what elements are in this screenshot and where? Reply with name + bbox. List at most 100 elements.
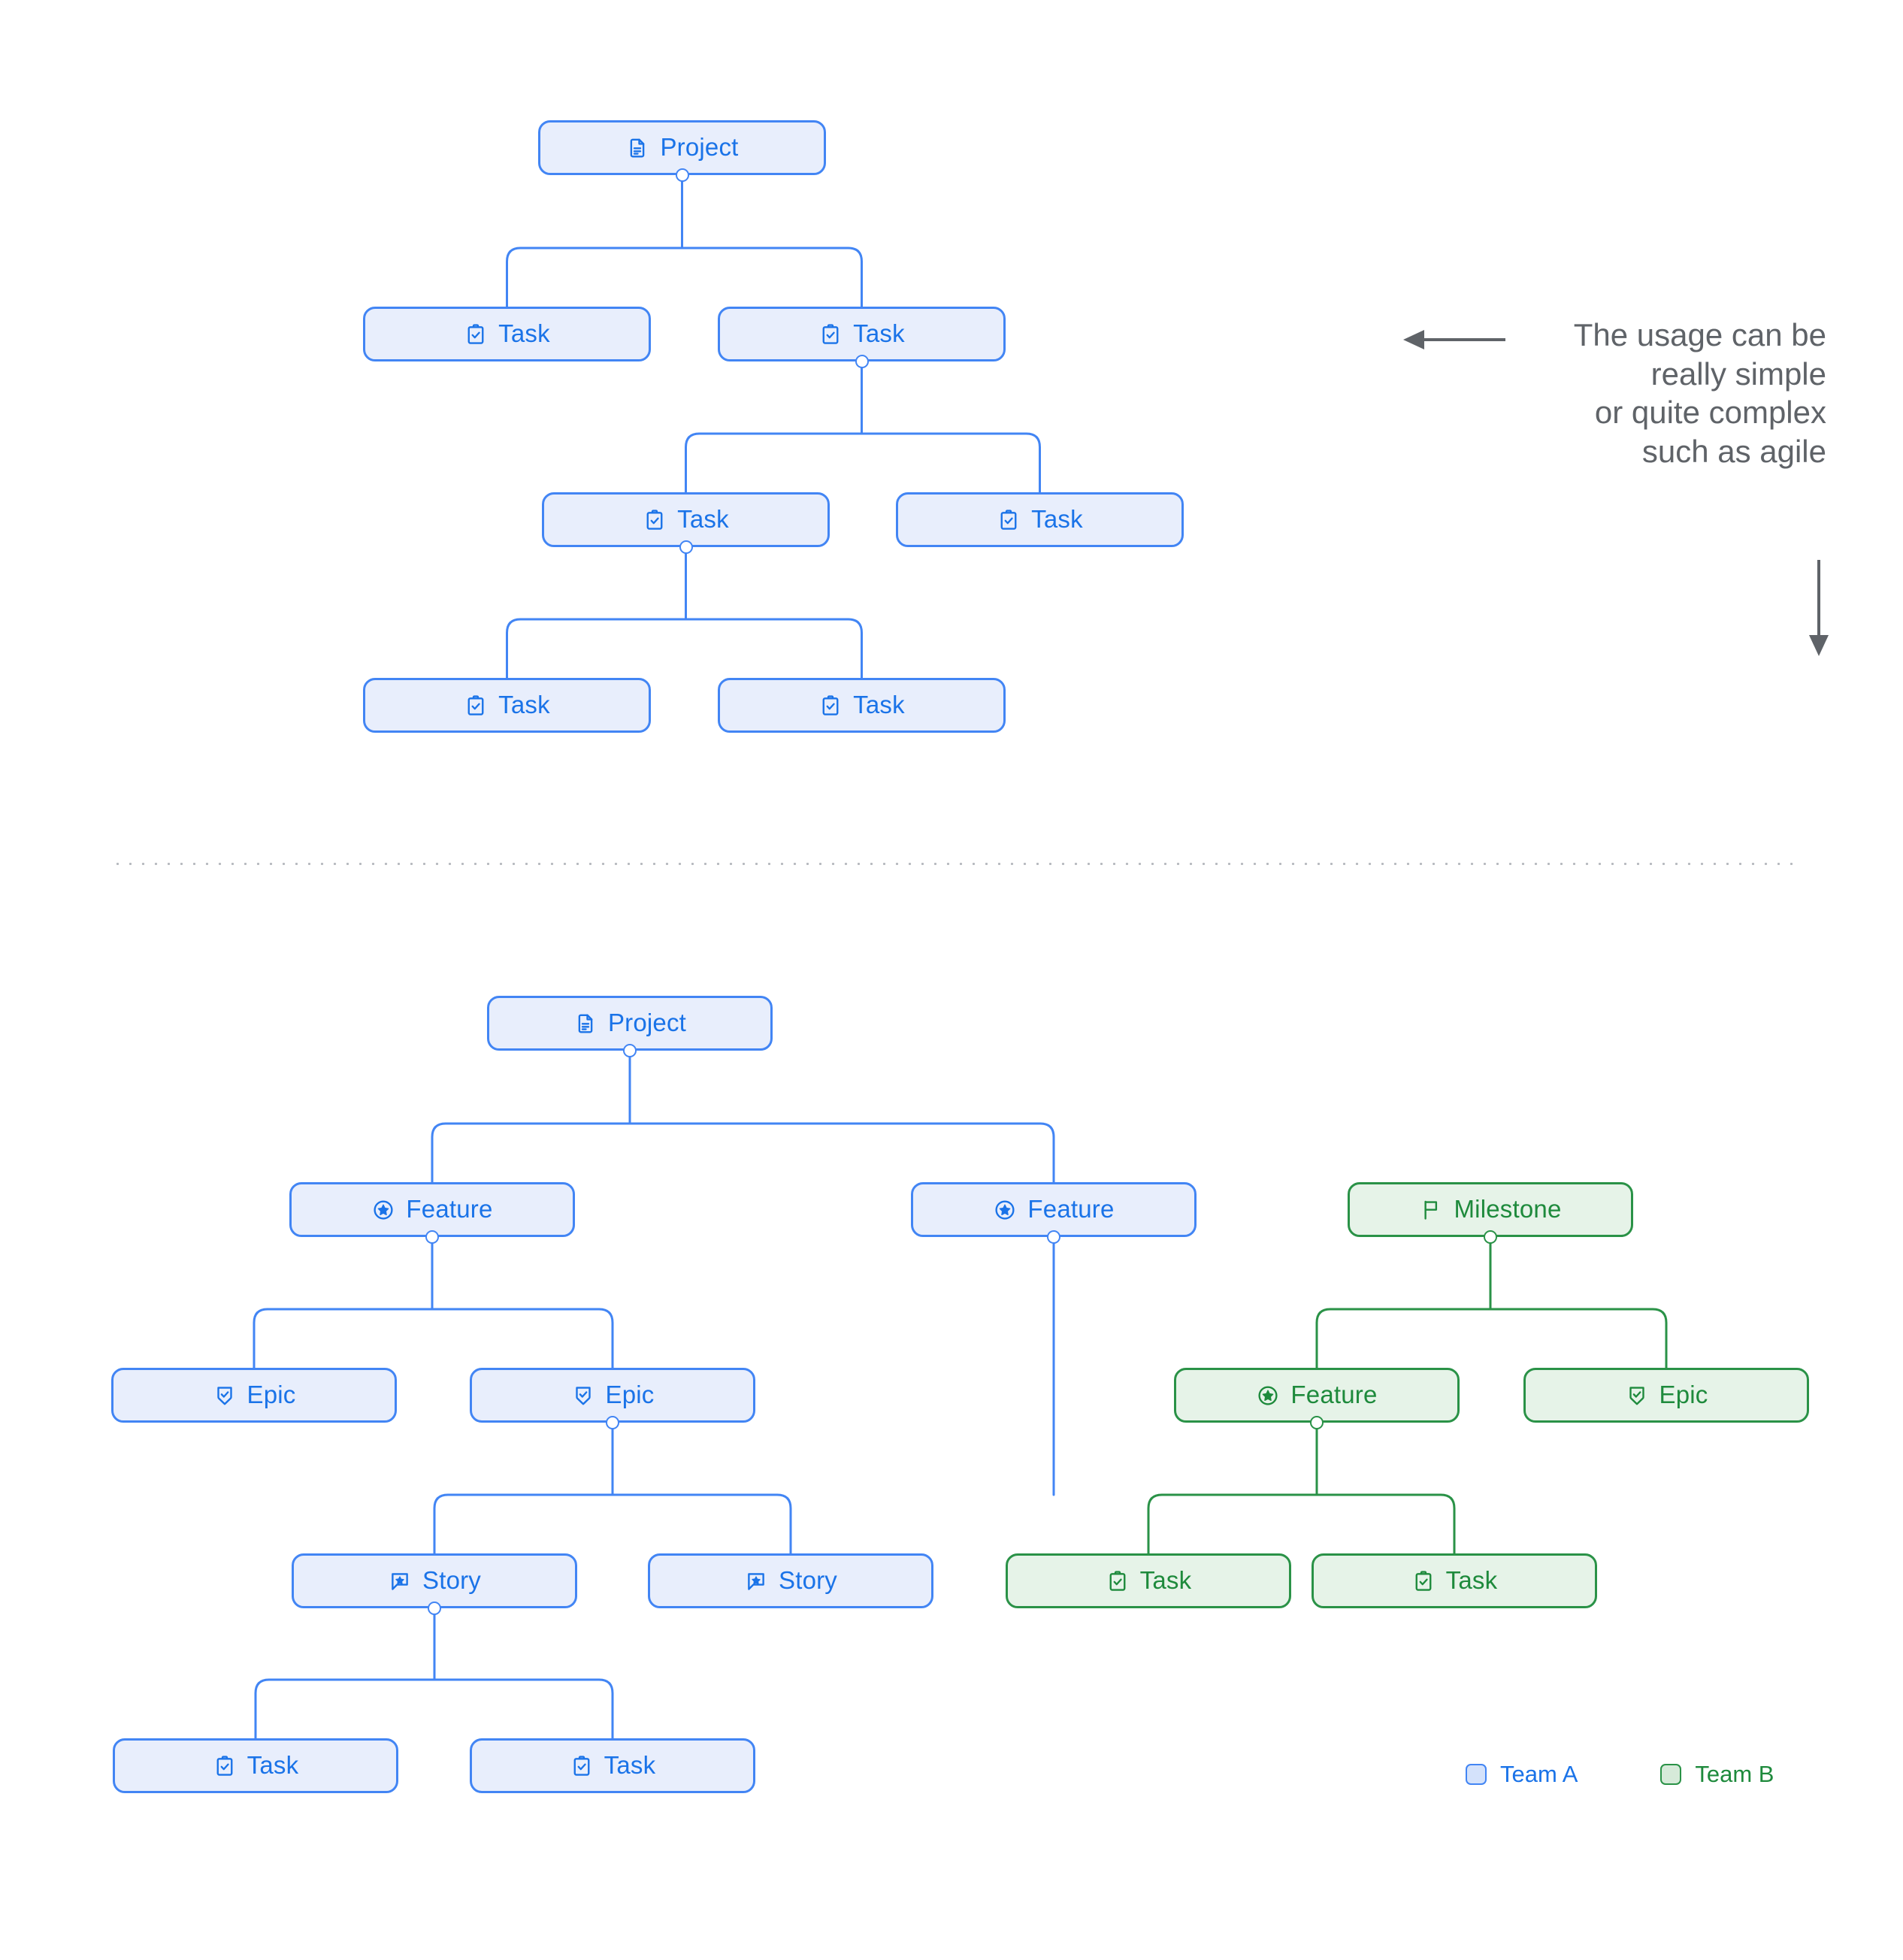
node-feature[interactable]: Feature (911, 1182, 1197, 1237)
node-task[interactable]: Task (1006, 1553, 1291, 1608)
node-story[interactable]: Story (292, 1553, 577, 1608)
connector-path (1439, 1493, 1456, 1555)
legend-label: Team B (1695, 1761, 1774, 1787)
connector-path (847, 618, 863, 679)
node-label: Project (607, 1009, 687, 1036)
connector-path (685, 432, 700, 494)
task-icon (818, 694, 843, 718)
connector-path (1315, 1308, 1332, 1369)
node-label: Story (422, 1566, 482, 1594)
node-label: Epic (605, 1381, 655, 1408)
node-label: Task (1139, 1566, 1192, 1594)
node-story[interactable]: Story (648, 1553, 933, 1608)
legend-item-team-a: Team A (1466, 1762, 1578, 1786)
node-task[interactable]: Task (896, 492, 1184, 547)
node-label: Task (853, 691, 905, 718)
node-project[interactable]: Project (487, 996, 773, 1051)
node-task[interactable]: Task (113, 1738, 398, 1793)
node-label: Task (853, 319, 905, 347)
node-epic[interactable]: Epic (111, 1368, 397, 1423)
node-feature[interactable]: Feature (1174, 1368, 1460, 1423)
story-icon (388, 1569, 412, 1593)
node-connector-port[interactable] (1484, 1230, 1497, 1244)
arrow-down-icon (1809, 560, 1829, 656)
node-label: Feature (406, 1195, 493, 1223)
node-label: Task (498, 319, 550, 347)
node-task[interactable]: Task (718, 678, 1006, 733)
task-icon (1411, 1569, 1436, 1593)
connector-path (431, 1122, 447, 1184)
node-connector-port[interactable] (606, 1416, 619, 1429)
node-task[interactable]: Task (363, 678, 651, 733)
node-task[interactable]: Task (363, 307, 651, 361)
node-label: Task (498, 691, 550, 718)
task-icon (643, 508, 667, 532)
feature-icon (993, 1198, 1017, 1222)
annotation-line: or quite complex (1594, 395, 1826, 431)
legend: Team A Team B (1466, 1762, 1774, 1786)
connector-path (1147, 1493, 1163, 1555)
feature-icon (371, 1198, 395, 1222)
legend-swatch-blue (1466, 1763, 1487, 1785)
connector-path (1651, 1308, 1668, 1369)
node-project[interactable]: Project (538, 120, 826, 175)
epic-icon (571, 1384, 595, 1408)
node-epic[interactable]: Epic (470, 1368, 755, 1423)
node-label: Epic (1659, 1381, 1708, 1408)
task-icon (464, 322, 488, 346)
arrow-left-icon (1403, 330, 1505, 349)
node-connector-port[interactable] (1310, 1416, 1324, 1429)
node-task[interactable]: Task (718, 307, 1006, 361)
node-label: Task (604, 1751, 656, 1779)
node-label: Feature (1290, 1381, 1378, 1408)
node-label: Feature (1027, 1195, 1115, 1223)
node-task[interactable]: Task (1312, 1553, 1597, 1608)
task-icon (997, 508, 1021, 532)
annotation-line: such as agile (1641, 433, 1826, 469)
annotation-line: really simple (1650, 355, 1826, 392)
document-icon (625, 136, 649, 160)
node-milestone[interactable]: Milestone (1348, 1182, 1633, 1237)
node-label: Project (660, 133, 739, 161)
node-connector-port[interactable] (425, 1230, 439, 1244)
node-connector-port[interactable] (855, 355, 869, 368)
annotation-line: The usage can be (1573, 317, 1826, 352)
node-connector-port[interactable] (428, 1602, 441, 1615)
node-label: Milestone (1454, 1195, 1562, 1223)
connector-path (433, 1493, 449, 1555)
node-label: Task (247, 1751, 299, 1779)
task-icon (1106, 1569, 1130, 1593)
document-icon (573, 1012, 598, 1036)
node-label: Story (778, 1566, 838, 1594)
legend-item-team-b: Team B (1660, 1762, 1774, 1786)
node-connector-port[interactable] (1047, 1230, 1060, 1244)
node-label: Task (677, 505, 729, 533)
feature-icon (1256, 1384, 1280, 1408)
node-label: Epic (247, 1381, 296, 1408)
node-epic[interactable]: Epic (1523, 1368, 1809, 1423)
connector-path (598, 1678, 614, 1740)
connector-path (506, 247, 522, 308)
connector-path (776, 1493, 792, 1555)
epic-icon (1625, 1384, 1649, 1408)
task-icon (213, 1754, 237, 1778)
milestone-icon (1419, 1198, 1443, 1222)
node-task[interactable]: Task (542, 492, 830, 547)
section-divider (111, 863, 1793, 865)
connector-path (598, 1308, 614, 1369)
epic-icon (213, 1384, 237, 1408)
node-connector-port[interactable] (675, 168, 689, 182)
connector-path (253, 1308, 269, 1369)
node-feature[interactable]: Feature (289, 1182, 575, 1237)
node-task[interactable]: Task (470, 1738, 755, 1793)
node-connector-port[interactable] (623, 1044, 637, 1057)
legend-label: Team A (1500, 1761, 1578, 1787)
node-connector-port[interactable] (679, 540, 693, 554)
annotation-text: The usage can be really simple or quite … (1496, 316, 1826, 471)
node-label: Task (1445, 1566, 1498, 1594)
connector-path (254, 1678, 271, 1740)
task-icon (818, 322, 843, 346)
